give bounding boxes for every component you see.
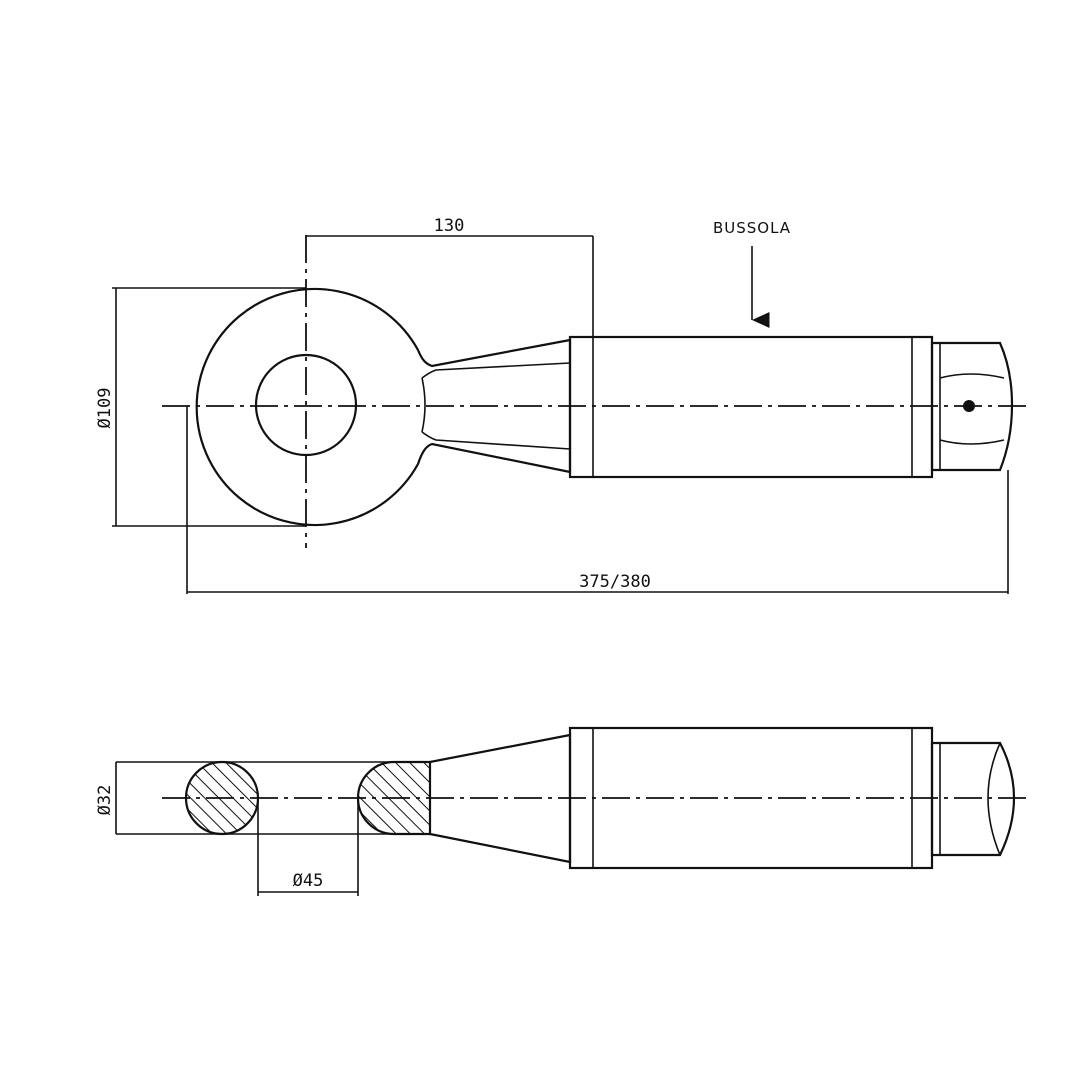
- nut-flat-top: [939, 373, 1005, 379]
- dim-32-text: Ø32: [95, 785, 115, 816]
- section-hex-nut: [930, 741, 1016, 857]
- dim-overall-text: 375/380: [579, 572, 651, 592]
- section-view: Ø32 Ø45: [95, 726, 1030, 896]
- shank-inner-line-top: [421, 362, 571, 379]
- dim-109-text: Ø109: [95, 388, 115, 429]
- hex-nut: [930, 341, 1014, 472]
- eye-outer-contour: [195, 287, 572, 527]
- top-view: 130 Ø109 375/380 BUSSOLA: [95, 216, 1030, 594]
- sleeve-label: BUSSOLA: [713, 219, 791, 237]
- dim-130-text: 130: [434, 216, 465, 236]
- dim-45-text: Ø45: [293, 871, 324, 891]
- shank-inner-line-bottom: [421, 431, 571, 450]
- section-nut-chamfer: [987, 742, 1001, 856]
- shank-neck-curve: [421, 377, 426, 433]
- nut-flat-bottom: [939, 439, 1005, 445]
- sleeve-body: [568, 335, 934, 479]
